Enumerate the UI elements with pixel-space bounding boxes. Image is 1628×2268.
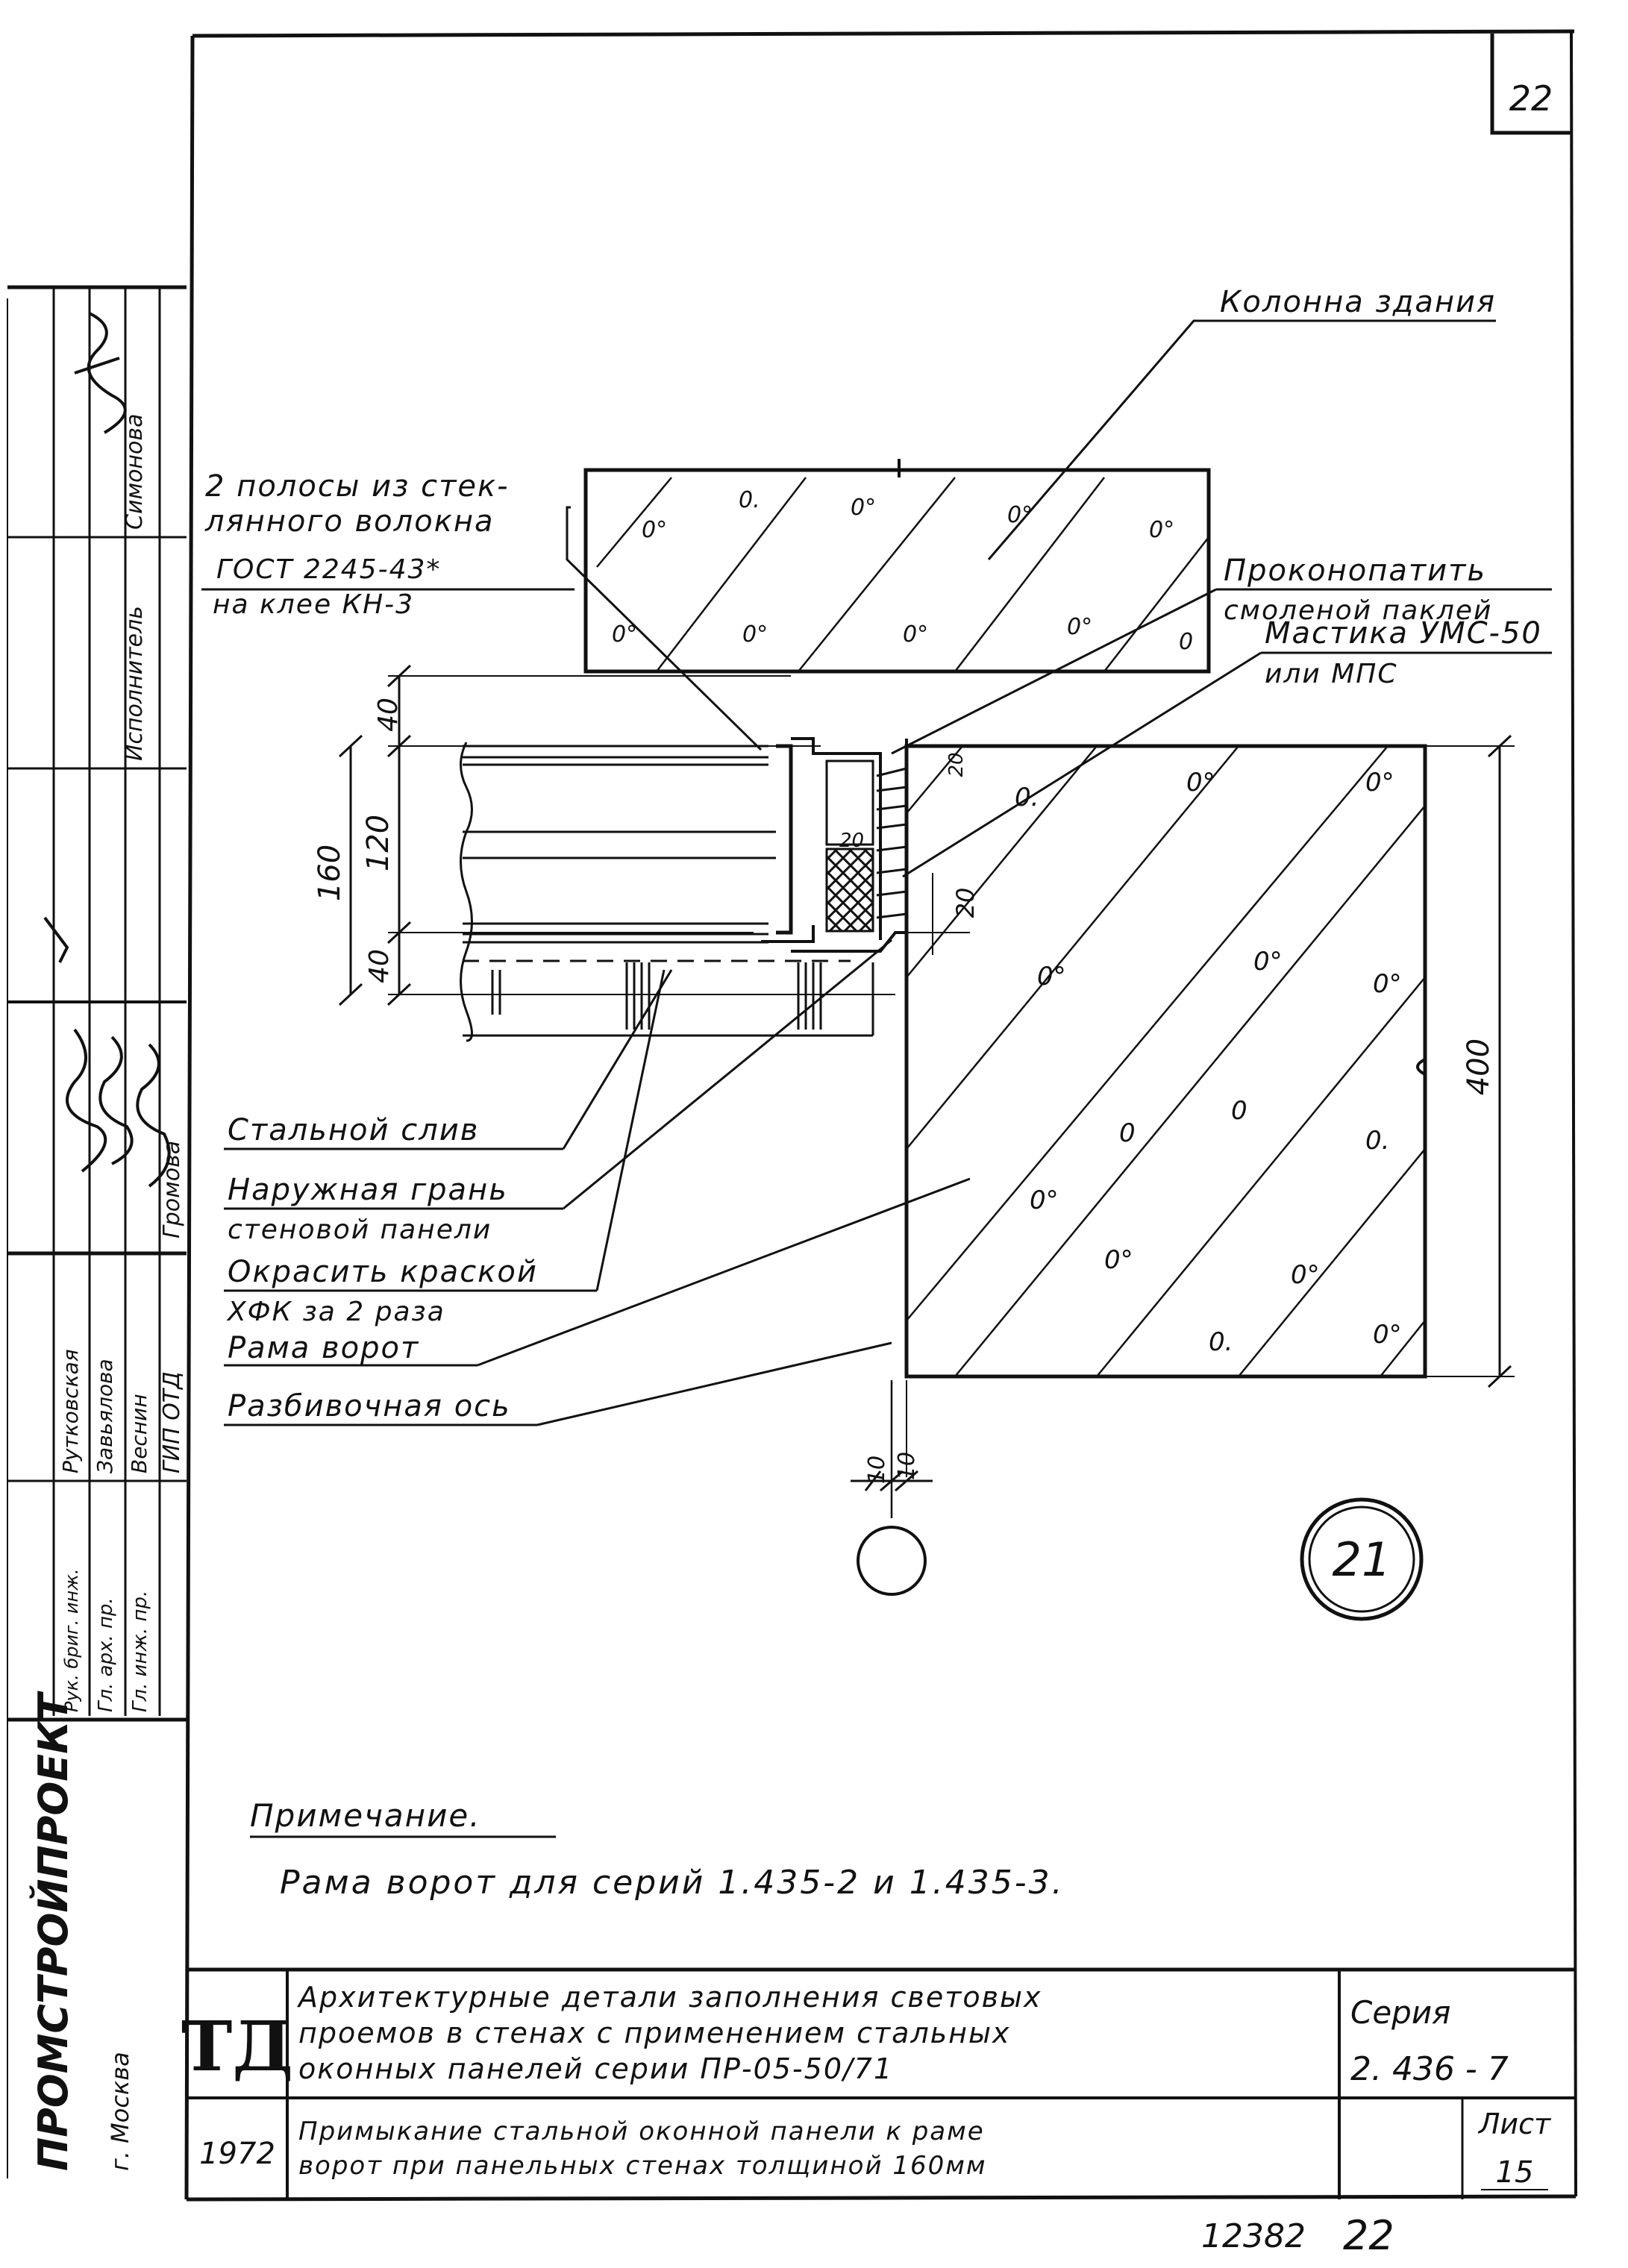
callout-axis: Разбивочная ось [228,1389,511,1423]
signature-1 [74,312,127,434]
svg-text:0.: 0. [1365,1126,1389,1156]
stamp-name-1: Веснин [127,1394,151,1473]
note-text: Рама ворот для серий 1.435-2 и 1.435-3. [280,1864,1065,1902]
sheet-year: 1972 [199,2137,275,2171]
svg-text:0°: 0° [1253,947,1283,977]
svg-text:0.: 0. [1015,783,1039,812]
callout-paint-1: Окрасить краской [228,1255,538,1289]
signature-3 [98,1036,134,1165]
svg-text:0°: 0° [1186,768,1215,798]
dim-20-upper: 20 [945,752,968,777]
svg-text:0°: 0° [642,517,667,543]
callout-mastic-1: Мастика УМС-50 [1265,616,1542,651]
callout-strips-2: лянного волокна [204,504,495,539]
left-stamp: Исполнитель Симонова ГИП ОТД Громова Гл.… [7,285,187,2171]
svg-text:0: 0 [1231,1096,1247,1126]
title-block: ТД 1972 Архитектурные детали заполнения … [181,1967,1574,2199]
sheet-label: Лист [1477,2108,1552,2140]
steel-window-panel [388,675,908,1376]
svg-text:0.: 0. [1209,1327,1233,1357]
svg-text:0°: 0° [851,495,876,521]
svg-text:0°: 0° [1373,1320,1402,1350]
callout-strips-1: 2 полосы из стек- [205,469,510,504]
note-heading: Примечание. [250,1797,481,1834]
dim-40-bottom: 40 [364,949,395,983]
leader-lines [201,319,1552,1426]
svg-text:0.: 0. [739,487,760,513]
wall-panel: 0. 0° 0° 0° 0° 0° 0 0 0. 0° 0° 0° 0° 0. [904,744,1427,1379]
stamp-executor-name: Симонова [122,414,148,530]
title-main-3: оконных панелей серии ПР-05-50/71 [298,2052,893,2085]
callout-strips-4: на клее КН-3 [213,589,414,620]
dim-20-joint: 20 [839,830,864,852]
svg-text:0°: 0° [1067,614,1092,640]
callout-column: Колонна здания [1220,285,1496,319]
archive-sheet: 22 [1343,2212,1394,2259]
archive-number: 12382 [1201,2217,1306,2255]
series-label: Серия [1350,1994,1450,2031]
title-main-1: Архитектурные детали заполнения световых [296,1981,1042,2014]
td-mark: ТД [181,2006,293,2087]
building-column: 0.0° 0°0° 0°0° 0°0° 0°0 [583,459,1211,674]
archive-mark: 12382 22 [1201,2212,1394,2259]
organization-city: г. Москва [106,2052,134,2171]
svg-text:0°: 0° [1030,1185,1059,1215]
dim-160: 160 [313,845,347,901]
svg-text:0°: 0° [1291,1260,1320,1290]
note: Примечание. Рама ворот для серий 1.435-2… [250,1797,1065,1902]
stamp-name-2: Завьялова [93,1359,117,1473]
stamp-role-executor: Исполнитель [122,606,148,761]
svg-text:0°: 0° [742,621,768,648]
page-number-box: 22 [1490,34,1573,135]
node-number: 21 [1333,1532,1391,1587]
svg-text:0°: 0° [612,621,637,648]
sheet-number: 15 [1496,2155,1534,2190]
stamp-role-header: ГИП ОТД [159,1371,185,1473]
stamp-role-1: Гл. инж. пр. [129,1591,151,1712]
callout-caulk-1: Проконопатить [1224,554,1486,588]
signature-2 [66,1028,107,1173]
dim-20-gap: 20 [951,888,980,918]
callout-caulk-2: смоленой паклей [1224,595,1492,626]
stamp-role-3: Рук. бриг. инж. [61,1569,82,1712]
node-marker: 21 [1300,1497,1424,1621]
signature-5 [43,916,69,963]
svg-text:0°: 0° [903,621,928,648]
svg-text:0°: 0° [1365,768,1394,798]
stamp-header-name: Громова [159,1141,185,1238]
callout-steel-drip: Стальной слив [228,1113,479,1147]
dim-40-top: 40 [373,698,404,732]
drawing-frame [7,29,1577,2202]
svg-text:0°: 0° [1037,962,1066,992]
svg-text:0°: 0° [1373,969,1402,999]
title-sub-1: Примыкание стальной оконной панели к рам… [298,2117,985,2146]
callout-paint-2: ХФК за 2 раза [226,1297,445,1327]
stamp-role-2: Гл. арх. пр. [95,1597,117,1712]
callout-outer-face-2: стеновой панели [228,1215,492,1245]
svg-text:0°: 0° [1104,1245,1133,1275]
callout-gate-frame: Рама ворот [228,1331,419,1365]
signature-4 [136,1043,171,1188]
dim-10-left: 10 [864,1456,890,1484]
dim-120: 120 [361,815,395,871]
svg-text:0: 0 [1119,1118,1136,1148]
dimension-lines [338,664,1515,1492]
title-main-2: проемов в стенах с применением стальных [298,2017,1010,2049]
dim-10-right: 10 [894,1452,920,1480]
series-number: 2. 436 - 7 [1350,2050,1509,2088]
dim-400: 400 [1462,1039,1496,1095]
callout-strips-3: ГОСТ 2245-43* [216,554,441,585]
callout-mastic-2: или МПС [1265,659,1398,689]
organization-name: ПРОМСТРОЙПРОЕКТ [30,1691,77,2171]
stamp-name-3: Рутковская [58,1349,83,1473]
page-number: 22 [1509,78,1553,119]
setting-out-axis [857,1380,927,1596]
title-sub-2: ворот при панельных стенах толщиной 160м… [298,2151,987,2181]
callout-outer-face-1: Наружная грань [228,1173,508,1207]
svg-text:0°: 0° [1149,517,1174,543]
svg-text:0: 0 [1179,629,1193,655]
